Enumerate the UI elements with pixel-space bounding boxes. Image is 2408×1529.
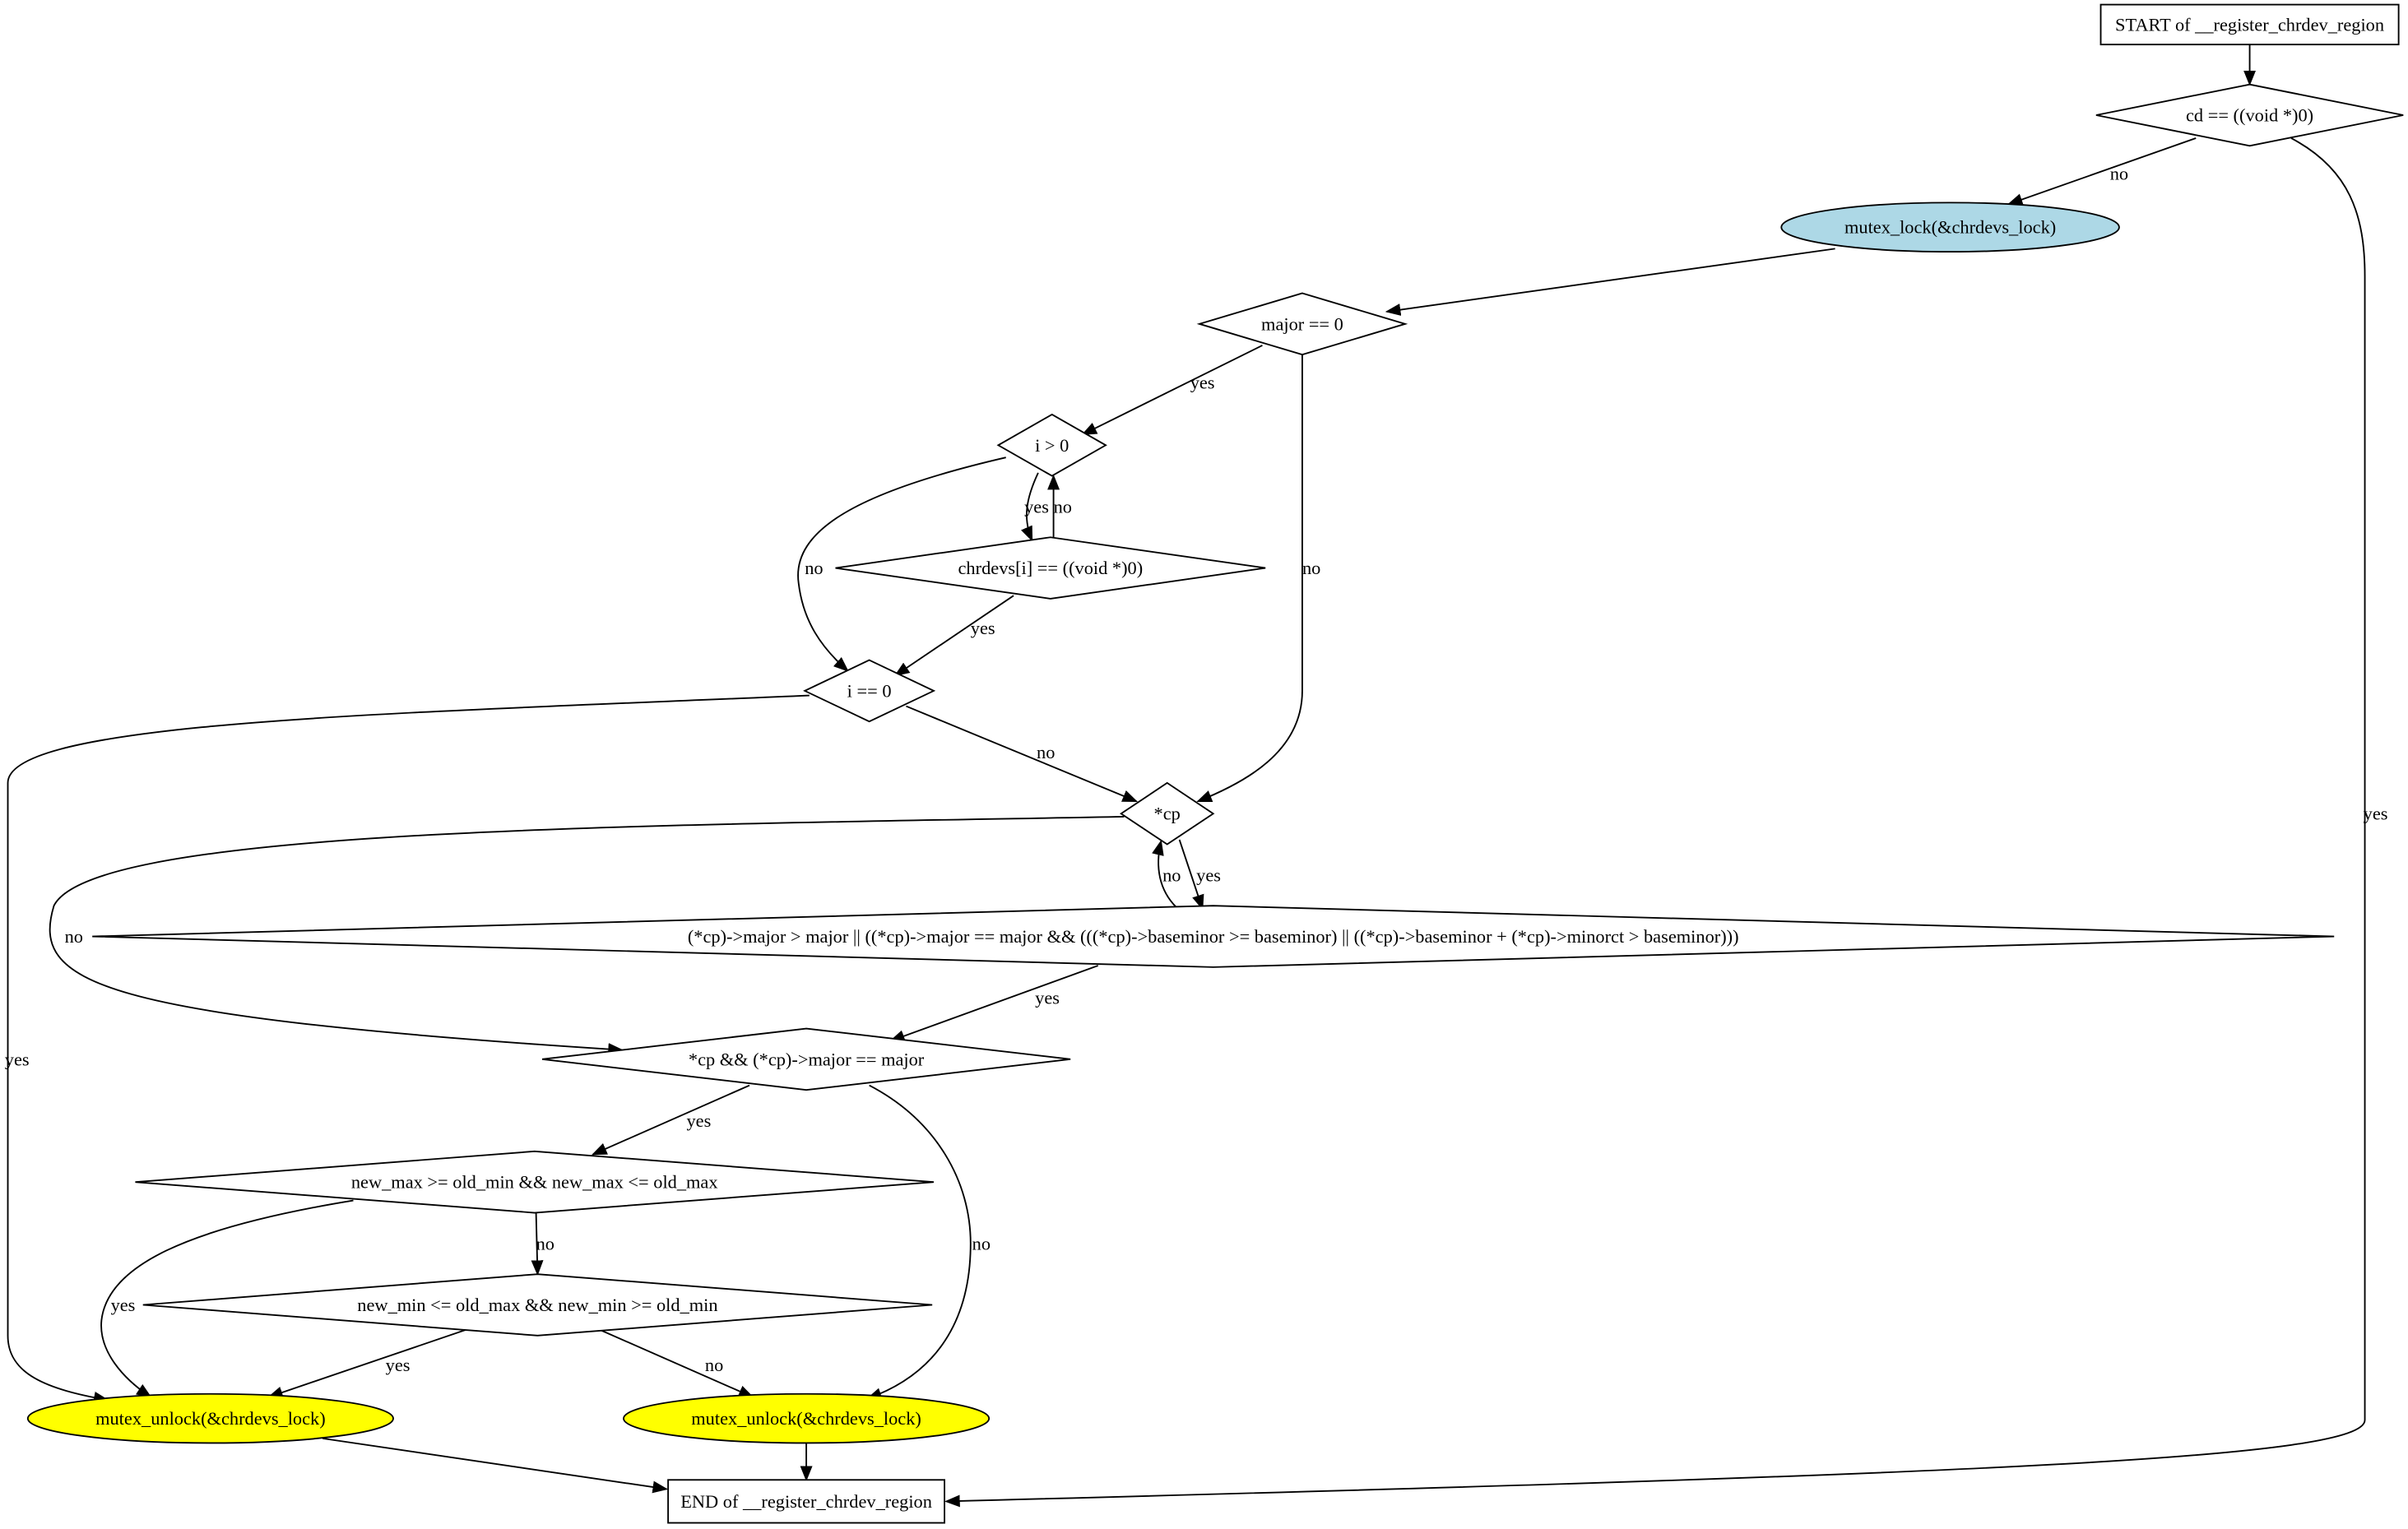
- edge-label: yes: [687, 1110, 712, 1131]
- decision-major-compare: (*cp)->major > major || ((*cp)->major ==…: [92, 905, 2335, 968]
- decision-i-gt-0: i > 0: [996, 413, 1107, 477]
- edge-cp-yes: [1178, 839, 1204, 910]
- edge-big-no: [1152, 840, 1177, 908]
- edge-cpm-yes: [591, 1084, 750, 1156]
- edge-label: yes: [971, 618, 995, 638]
- edge-label: no: [1162, 864, 1181, 885]
- edge-lock-major: [1385, 248, 1835, 316]
- edge-label: no: [705, 1355, 723, 1375]
- svg-text:i == 0: i == 0: [847, 680, 892, 701]
- decision-cp: *cp: [1120, 781, 1215, 846]
- mutex-lock-node: mutex_lock(&chrdevs_lock): [1780, 202, 2120, 253]
- edge-label: yes: [2364, 804, 2388, 824]
- edge-label: yes: [1035, 988, 1060, 1008]
- svg-text:cd == ((void *)0): cd == ((void *)0): [2186, 104, 2313, 125]
- edge-igt-yes: [1020, 472, 1039, 542]
- svg-text:mutex_lock(&chrdevs_lock): mutex_lock(&chrdevs_lock): [1844, 217, 2056, 238]
- decision-major-zero: major == 0: [1196, 292, 1408, 356]
- edge-igt-no: [797, 456, 1006, 672]
- svg-text:*cp: *cp: [1154, 804, 1181, 824]
- edge-newmax-yes: [100, 1199, 354, 1398]
- svg-text:END of __register_chrdev_regio: END of __register_chrdev_region: [680, 1491, 932, 1512]
- decision-cd-null: cd == ((void *)0): [2095, 83, 2404, 147]
- edge-label: no: [1037, 742, 1055, 762]
- mutex-unlock-node-2: mutex_unlock(&chrdevs_lock): [623, 1392, 991, 1444]
- decision-cp-major: *cp && (*cp)->major == major: [541, 1027, 1071, 1091]
- edge-big-yes: [889, 965, 1099, 1042]
- svg-text:*cp && (*cp)->major == major: *cp && (*cp)->major == major: [689, 1049, 925, 1069]
- edge-label: no: [805, 558, 823, 578]
- edge-newmin-yes: [267, 1328, 467, 1399]
- svg-text:START of __register_chrdev_reg: START of __register_chrdev_region: [2115, 14, 2384, 35]
- edge-cp-no: [49, 816, 1125, 1056]
- start-node: START of __register_chrdev_region: [2099, 3, 2400, 46]
- edge-unlock1-end: [322, 1437, 669, 1494]
- edge-label: no: [972, 1233, 991, 1253]
- svg-text:chrdevs[i] == ((void *)0): chrdevs[i] == ((void *)0): [958, 558, 1144, 578]
- edge-label: yes: [386, 1355, 411, 1375]
- edge-major-yes: [1081, 345, 1263, 436]
- edge-label: no: [536, 1233, 554, 1253]
- end-node: END of __register_chrdev_region: [667, 1479, 946, 1524]
- decision-chrdevs-null: chrdevs[i] == ((void *)0): [835, 536, 1266, 600]
- decision-new-min: new_min <= old_max && new_min >= old_min: [142, 1273, 933, 1337]
- edge-label: no: [2110, 163, 2128, 183]
- edge-label: no: [65, 926, 83, 947]
- edge-newmax-no: [531, 1212, 544, 1276]
- svg-text:mutex_unlock(&chrdevs_lock): mutex_unlock(&chrdevs_lock): [691, 1408, 921, 1429]
- edge-label: no: [1302, 558, 1320, 578]
- svg-text:(*cp)->major > major || ((*cp): (*cp)->major > major || ((*cp)->major ==…: [688, 926, 1739, 947]
- edge-newmin-no: [598, 1328, 754, 1398]
- decision-new-max: new_max >= old_min && new_max <= old_max: [135, 1150, 935, 1214]
- edge-major-no: [1196, 354, 1303, 803]
- edge-ieq-yes: [7, 694, 810, 1404]
- edge-label: yes: [1190, 372, 1215, 392]
- mutex-unlock-node-1: mutex_unlock(&chrdevs_lock): [26, 1392, 394, 1444]
- edge-label: yes: [111, 1295, 136, 1315]
- edge-cpm-no: [865, 1084, 972, 1400]
- edge-chrdevs-yes: [893, 595, 1014, 677]
- edge-cd-yes: [944, 137, 2366, 1508]
- edge-label: no: [1054, 496, 1072, 517]
- edge-ieq-no: [906, 705, 1139, 803]
- svg-text:new_max >= old_min && new_max: new_max >= old_min && new_max <= old_max: [351, 1172, 718, 1193]
- svg-text:i > 0: i > 0: [1035, 435, 1069, 456]
- svg-text:new_min <= old_max && new_min: new_min <= old_max && new_min >= old_min: [357, 1295, 717, 1315]
- edge-cd-no: [2007, 137, 2197, 206]
- edge-label: yes: [5, 1049, 30, 1069]
- edge-label: yes: [1024, 496, 1049, 517]
- edge-label: yes: [1196, 864, 1221, 885]
- svg-text:major == 0: major == 0: [1261, 313, 1343, 334]
- decision-i-eq-0: i == 0: [803, 659, 936, 723]
- svg-text:mutex_unlock(&chrdevs_lock): mutex_unlock(&chrdevs_lock): [95, 1408, 326, 1429]
